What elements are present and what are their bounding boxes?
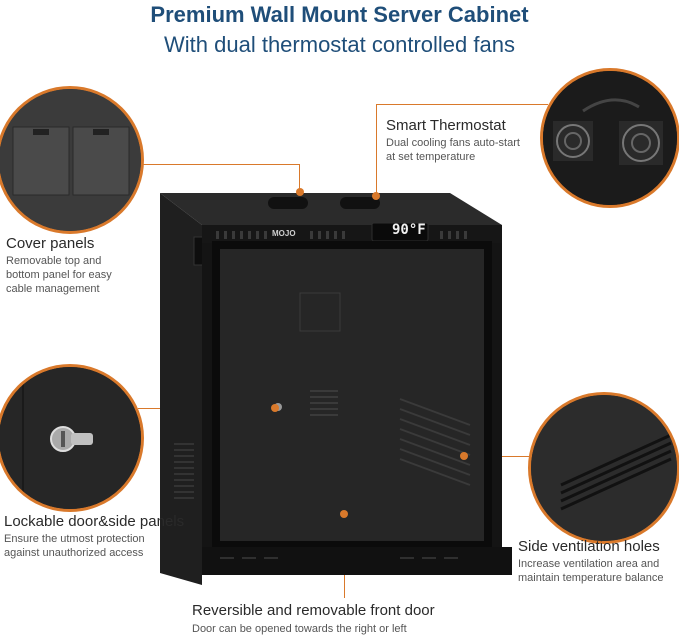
thermostat-desc-2: at set temperature bbox=[386, 151, 476, 163]
cabinet-brand: MOJO bbox=[272, 229, 296, 238]
thermostat-desc-1: Dual cooling fans auto-start bbox=[386, 137, 520, 149]
vent-title: Side ventilation holes bbox=[518, 538, 660, 555]
lock-desc-1: Ensure the utmost protection bbox=[4, 533, 145, 545]
cover-desc-1: Removable top and bbox=[6, 255, 102, 267]
thermostat-title: Smart Thermostat bbox=[386, 117, 506, 134]
cover-title: Cover panels bbox=[6, 235, 95, 252]
page-subtitle: With dual thermostat controlled fans bbox=[164, 32, 515, 57]
connector-cover-h bbox=[138, 164, 300, 165]
temperature-display: 90°F bbox=[392, 222, 426, 238]
detail-circle-thermostat-fans bbox=[540, 68, 679, 208]
detail-circle-lock bbox=[0, 364, 144, 512]
marker-door bbox=[340, 510, 348, 518]
cover-desc-3: cable management bbox=[6, 283, 100, 295]
server-cabinet-illustration bbox=[160, 193, 512, 585]
vent-desc-1: Increase ventilation area and bbox=[518, 558, 660, 570]
connector-thermostat-h bbox=[376, 104, 548, 105]
connector-cover-v bbox=[299, 164, 300, 196]
vent-desc-2: maintain temperature balance bbox=[518, 572, 664, 584]
marker-lock bbox=[271, 404, 279, 412]
door-desc-1: Door can be opened towards the right or … bbox=[192, 623, 407, 635]
cover-desc-2: bottom panel for easy bbox=[6, 269, 112, 281]
page-title: Premium Wall Mount Server Cabinet bbox=[150, 2, 529, 27]
detail-circle-cover-panels bbox=[0, 86, 144, 234]
door-title: Reversible and removable front door bbox=[192, 602, 435, 619]
connector-thermostat-v bbox=[376, 104, 377, 196]
lock-desc-2: against unauthorized access bbox=[4, 547, 144, 559]
lock-title: Lockable door&side panels bbox=[4, 513, 185, 530]
detail-circle-side-vent bbox=[528, 392, 679, 544]
marker-vent bbox=[460, 452, 468, 460]
marker-top-fan bbox=[296, 188, 304, 196]
marker-thermostat bbox=[372, 192, 380, 200]
